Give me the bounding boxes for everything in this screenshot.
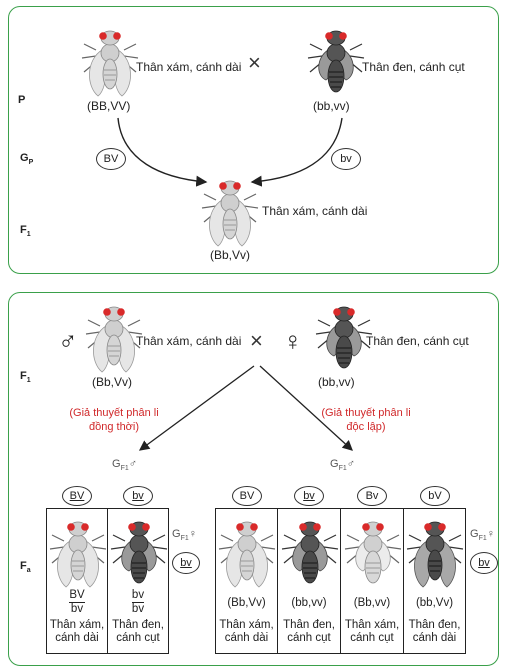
hypothesis-right-line2: độc lập) [346, 421, 386, 433]
bottom-parent2-genotype: (bb,vv) [318, 375, 355, 389]
bottom-cross-symbol: × [250, 328, 263, 353]
right-offspring-1-genotype: (Bb,Vv) [227, 597, 266, 609]
top-panel [8, 6, 499, 274]
left-offspring-cell-1: BV bv Thân xám, cánh dài [46, 508, 108, 654]
right-offspring-4-genotype: (bb,Vv) [415, 597, 454, 609]
gf1-female-right: GF1♀ [470, 528, 495, 543]
left-offspring-1-phenotype: Thân xám, cánh dài [49, 619, 105, 644]
bottom-parent1-genotype: (Bb,Vv) [92, 375, 133, 389]
fly-dark-short-icon [280, 511, 340, 591]
right-offspring-cell-2: (bb,vv) Thân đen, cánh cụt [277, 508, 341, 654]
right-gamete-2: bv [294, 486, 324, 506]
top-parent1-genotype: (BB,VV) [87, 99, 131, 113]
fly-grey-long-icon [217, 511, 277, 591]
row-label-gp: GP [20, 152, 34, 167]
top-parent1-phenotype: Thân xám, cánh dài [136, 60, 242, 74]
top-parent2-genotype: (bb,vv) [313, 99, 350, 113]
gf1-male-left: GF1♂ [112, 458, 137, 473]
male-symbol: ♂ [58, 326, 78, 356]
hypothesis-left: (Giả thuyết phân li đồng thời) [54, 406, 174, 434]
bottom-parent1-phenotype: Thân xám, cánh dài [136, 334, 242, 348]
fly-grey-short-icon [343, 511, 403, 591]
right-gamete-1: BV [232, 486, 262, 506]
right-offspring-2-phenotype: Thân đen, cánh cụt [283, 619, 335, 644]
fly-grey-long-icon [48, 511, 108, 591]
right-offspring-1-phenotype: Thân xám, cánh dài [219, 619, 274, 644]
row-label-f1: F1 [20, 224, 31, 239]
gf1-male-right: GF1♂ [330, 458, 355, 473]
top-offspring-genotype: (Bb,Vv) [210, 248, 251, 262]
left-offspring-cell-2: bv bv Thân đen, cánh cụt [107, 508, 169, 654]
left-female-gamete: bv [172, 552, 200, 574]
row-label-p: P [18, 94, 26, 106]
left-gamete-2: bv [123, 486, 153, 506]
hypothesis-right: (Giả thuyết phân li độc lập) [306, 406, 426, 434]
left-offspring-1-genotype: BV bv [69, 589, 85, 615]
top-gamete-bv-parent2: bv [331, 148, 361, 170]
fly-dark-long-icon [405, 511, 465, 591]
left-offspring-2-phenotype: Thân đen, cánh cụt [112, 619, 164, 644]
gf1-female-left: GF1♀ [172, 528, 197, 543]
top-parent2-phenotype: Thân đen, cánh cụt [362, 60, 465, 74]
hypothesis-left-line2: đồng thời) [88, 421, 140, 433]
top-cross-symbol: × [248, 50, 261, 75]
right-offspring-cell-3: (Bb,vv) Thân xám, cánh cụt [340, 508, 404, 654]
left-offspring-2-genotype: bv bv [131, 589, 145, 615]
female-symbol: ♀ [283, 326, 303, 356]
right-offspring-2-genotype: (bb,vv) [291, 597, 327, 609]
top-offspring-phenotype: Thân xám, cánh dài [262, 204, 368, 218]
right-female-gamete: bv [470, 552, 498, 574]
right-offspring-3-phenotype: Thân xám, cánh cụt [344, 619, 400, 644]
hypothesis-right-line1: (Giả thuyết phân li [321, 407, 411, 419]
right-offspring-3-genotype: (Bb,vv) [353, 597, 391, 609]
row-label-f1-bottom: F1 [20, 370, 31, 385]
hypothesis-left-line1: (Giả thuyết phân li [69, 407, 159, 419]
right-offspring-cell-1: (Bb,Vv) Thân xám, cánh dài [215, 508, 278, 654]
right-offspring-4-phenotype: Thân đen, cánh dài [408, 619, 461, 644]
top-arrows [117, 117, 343, 187]
right-gamete-4: bV [420, 486, 450, 506]
right-gamete-3: Bv [357, 486, 387, 506]
top-gamete-bv-parent1: BV [96, 148, 126, 170]
fly-dark-short-icon [109, 511, 169, 591]
left-gamete-1: BV [62, 486, 92, 506]
right-offspring-cell-4: (bb,Vv) Thân đen, cánh dài [403, 508, 466, 654]
bottom-parent2-phenotype: Thân đen, cánh cụt [366, 334, 469, 348]
row-label-fa: Fa [20, 560, 31, 575]
bottom-panel [8, 292, 499, 666]
